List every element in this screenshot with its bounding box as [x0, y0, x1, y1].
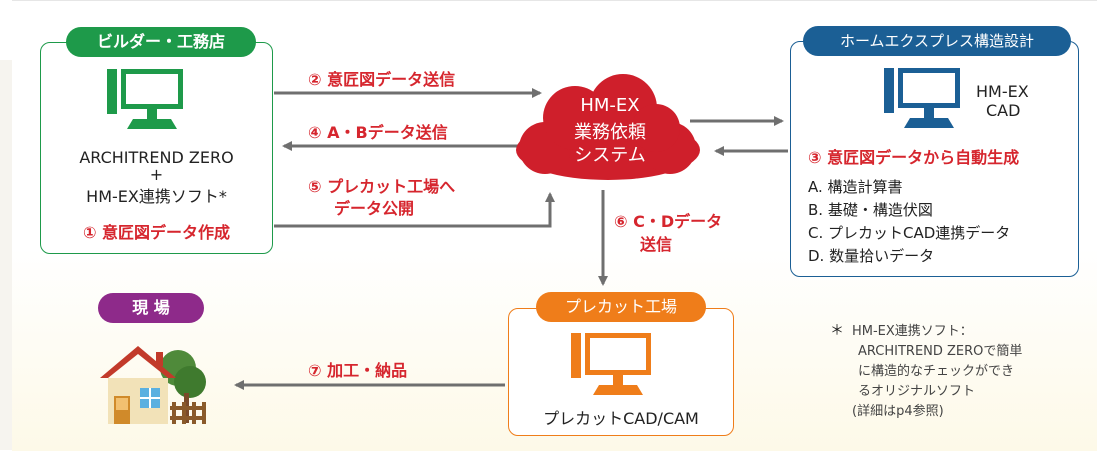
builder-tag: ビルダー・工務店 [66, 27, 256, 57]
computer-icon [107, 69, 183, 129]
precut-tag: プレカット工場 [536, 292, 706, 322]
cloud-shape [516, 74, 700, 180]
builder-software-line1: ARCHITREND ZERO [79, 148, 234, 167]
note-line3: に構造的なチェックができ [858, 364, 1015, 379]
note-line1: HM-EX連携ソフト： [852, 324, 973, 339]
system-name-line1: HM-EX [580, 95, 640, 116]
cad-label-line2: CAD [986, 101, 1021, 120]
step5-label-line1: ⑤ プレカット工場へ [308, 177, 456, 196]
note-line4: るオリジナルソフト [858, 384, 976, 399]
output-d: D. 数量拾いデータ [808, 247, 935, 265]
system-name-line3: システム [574, 145, 646, 166]
precut-software: プレカットCAD/CAM [543, 409, 699, 428]
step3-label: ③ 意匠図データから自動生成 [808, 148, 1020, 167]
step5-label-line2: データ公開 [334, 199, 415, 218]
output-a: A. 構造計算書 [808, 178, 903, 196]
builder-plus: + [149, 165, 164, 184]
house-icon [100, 346, 206, 424]
arrow-step5 [274, 192, 555, 228]
cad-label-line1: HM-EX [976, 82, 1029, 101]
note-star: ＊ [830, 323, 844, 339]
note-line2: ARCHITREND ZEROで簡単 [858, 344, 1023, 359]
cad-computer-icon [884, 68, 960, 128]
note-line5: (詳細はp4参照) [852, 404, 944, 419]
homeexpress-tag: ホームエクスプレス構造設計 [803, 26, 1071, 56]
system-name-line2: 業務依頼 [574, 122, 646, 143]
output-c: C. プレカットCAD連携データ [808, 224, 1011, 242]
step1-label: ① 意匠図データ作成 [82, 223, 231, 242]
builder-software-line2: HM-EX連携ソフト* [86, 187, 227, 206]
step4-label: ④ A・Bデータ送信 [308, 123, 448, 142]
step2-label: ② 意匠図データ送信 [308, 70, 456, 89]
output-b: B. 基礎・構造伏図 [808, 201, 933, 219]
step7-label: ⑦ 加工・納品 [308, 361, 408, 380]
left-margin [0, 60, 12, 450]
step6-label-line1: ⑥ C・Dデータ [614, 212, 723, 231]
step6-label-line2: 送信 [640, 235, 673, 254]
site-tag: 現 場 [98, 293, 204, 323]
precut-computer-icon [571, 333, 651, 395]
